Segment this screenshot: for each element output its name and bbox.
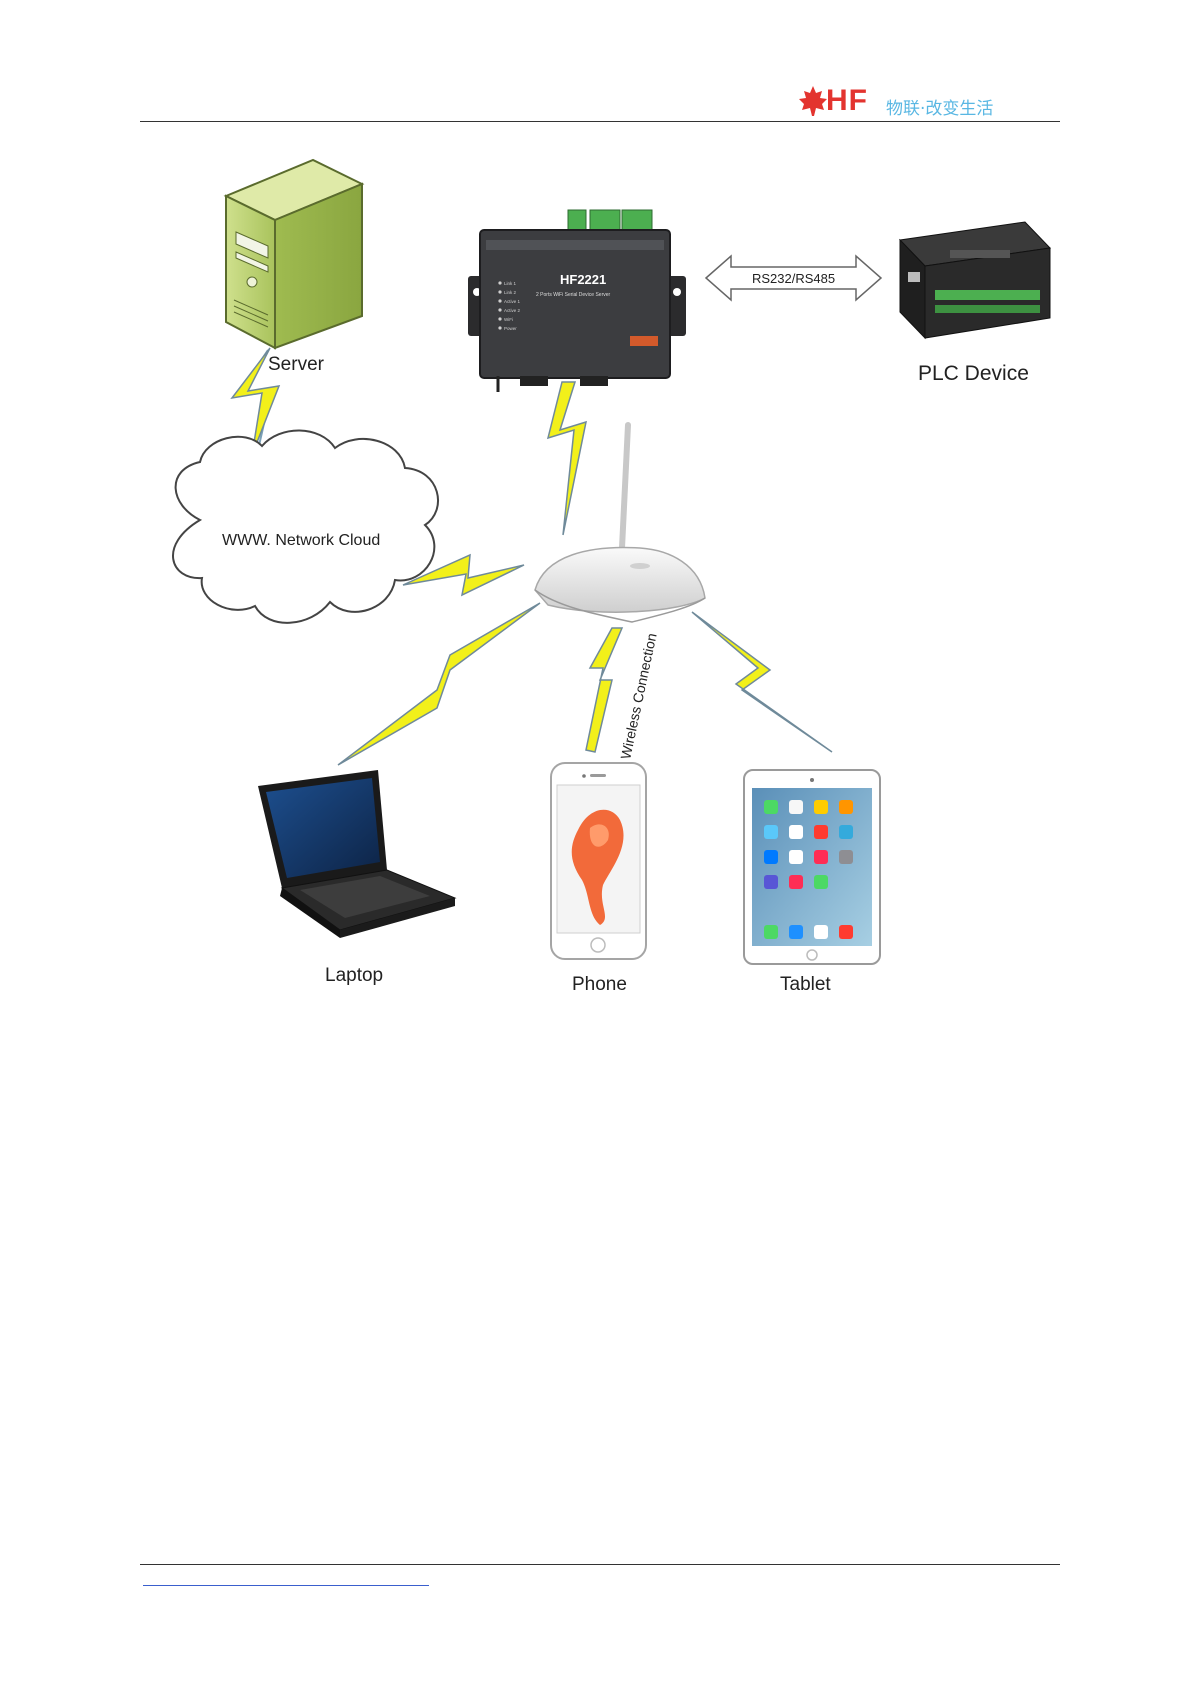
bolt-router-phone — [586, 628, 622, 752]
server-icon — [226, 160, 362, 348]
footer-rule — [140, 1564, 1060, 1565]
tablet-icon — [744, 770, 880, 964]
plc-device-icon — [900, 222, 1050, 338]
tablet-label: Tablet — [780, 974, 831, 995]
router-icon — [535, 425, 705, 622]
bolt-router-tablet — [692, 612, 832, 752]
footer-link-underline[interactable] — [143, 1585, 429, 1586]
laptop-label: Laptop — [325, 965, 383, 986]
phone-icon — [551, 763, 646, 959]
device-subtitle: 2 Ports WiFi Serial Device Server — [536, 292, 611, 298]
server-label: Server — [268, 354, 325, 375]
led-label: Active 2 — [504, 308, 521, 313]
led-label: Link 2 — [504, 290, 517, 295]
device-model: HF2221 — [560, 272, 606, 287]
laptop-icon — [258, 770, 455, 938]
bolt-router-laptop — [338, 603, 540, 765]
led-label: WiFi — [504, 317, 513, 322]
plc-label: PLC Device — [918, 362, 1029, 385]
cloud-icon — [173, 430, 438, 622]
cloud-label: WWW. Network Cloud — [222, 532, 380, 549]
led-label: Link 1 — [504, 281, 517, 286]
phone-label: Phone — [572, 974, 627, 995]
led-label: Active 1 — [504, 299, 521, 304]
link-label: RS232/RS485 — [752, 271, 835, 286]
bolt-device-router — [548, 382, 586, 535]
led-label: Power — [504, 326, 517, 331]
wireless-label: Wireless Connection — [617, 632, 659, 761]
serial-device-server-icon: HF2221 2 Ports WiFi Serial Device Server… — [468, 210, 686, 392]
